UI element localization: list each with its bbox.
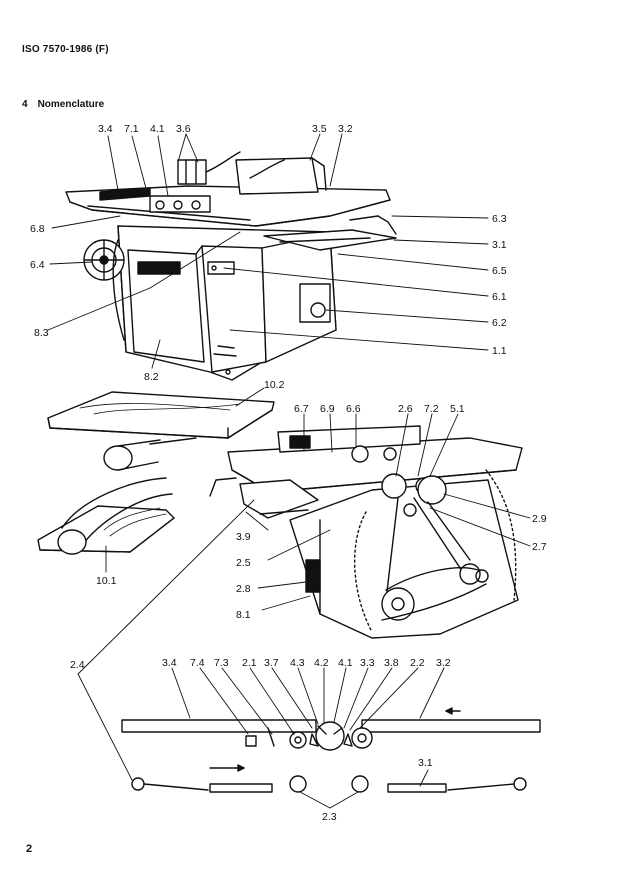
label-3-2-b: 3.2 bbox=[436, 657, 451, 669]
label-3-5: 3.5 bbox=[312, 123, 327, 135]
page-number: 2 bbox=[26, 843, 33, 855]
section-number: 4 bbox=[22, 99, 28, 110]
section-title: Nomenclature bbox=[37, 99, 105, 110]
callout-labels: 3.4 7.1 4.1 3.6 3.5 3.2 6.8 6.4 8.3 8.2 … bbox=[30, 123, 547, 823]
label-2-5: 2.5 bbox=[236, 557, 251, 569]
label-3-7: 3.7 bbox=[264, 657, 279, 669]
label-6-8: 6.8 bbox=[30, 223, 45, 235]
label-4-3: 4.3 bbox=[290, 657, 305, 669]
label-7-3: 7.3 bbox=[214, 657, 229, 669]
label-3-4-b: 3.4 bbox=[162, 657, 177, 669]
label-3-2-a: 3.2 bbox=[338, 123, 353, 135]
section-heading: 4 Nomenclature bbox=[22, 99, 104, 110]
standard-header: ISO 7570-1986 (F) bbox=[22, 44, 109, 55]
label-10-1: 10.1 bbox=[96, 575, 117, 587]
label-2-6: 2.6 bbox=[398, 403, 413, 415]
workpiece-board-lower bbox=[37, 477, 175, 555]
label-4-2: 4.2 bbox=[314, 657, 329, 669]
label-2-9: 2.9 bbox=[532, 513, 547, 525]
label-6-9: 6.9 bbox=[320, 403, 335, 415]
label-2-4: 2.4 bbox=[70, 659, 85, 671]
label-6-6: 6.6 bbox=[346, 403, 361, 415]
label-3-1-b: 3.1 bbox=[418, 757, 433, 769]
label-2-3: 2.3 bbox=[322, 811, 337, 823]
label-2-7: 2.7 bbox=[532, 541, 547, 553]
label-8-2: 8.2 bbox=[144, 371, 159, 383]
machine-illustration bbox=[65, 151, 397, 381]
label-8-3: 8.3 bbox=[34, 327, 49, 339]
label-6-3: 6.3 bbox=[492, 213, 507, 225]
label-4-1-a: 4.1 bbox=[150, 123, 165, 135]
drive-mechanism-illustration bbox=[209, 425, 523, 639]
label-7-2: 7.2 bbox=[424, 403, 439, 415]
label-6-7: 6.7 bbox=[294, 403, 309, 415]
label-3-6: 3.6 bbox=[176, 123, 191, 135]
label-3-1-a: 3.1 bbox=[492, 239, 507, 251]
label-5-1: 5.1 bbox=[450, 403, 465, 415]
label-6-1: 6.1 bbox=[492, 291, 507, 303]
workpiece-board-upper bbox=[47, 391, 275, 471]
label-3-8: 3.8 bbox=[384, 657, 399, 669]
cutting-schematic bbox=[121, 707, 541, 793]
label-7-4: 7.4 bbox=[190, 657, 205, 669]
leader-lines bbox=[47, 133, 531, 809]
label-6-2: 6.2 bbox=[492, 317, 507, 329]
label-3-4-a: 3.4 bbox=[98, 123, 113, 135]
label-2-2: 2.2 bbox=[410, 657, 425, 669]
label-4-1-b: 4.1 bbox=[338, 657, 353, 669]
label-2-8: 2.8 bbox=[236, 583, 251, 595]
label-2-1: 2.1 bbox=[242, 657, 257, 669]
label-6-5: 6.5 bbox=[492, 265, 507, 277]
label-3-3: 3.3 bbox=[360, 657, 375, 669]
label-6-4: 6.4 bbox=[30, 259, 45, 271]
label-1-1: 1.1 bbox=[492, 345, 507, 357]
label-8-1: 8.1 bbox=[236, 609, 251, 621]
label-7-1: 7.1 bbox=[124, 123, 139, 135]
label-10-2: 10.2 bbox=[264, 379, 285, 391]
label-3-9: 3.9 bbox=[236, 531, 251, 543]
